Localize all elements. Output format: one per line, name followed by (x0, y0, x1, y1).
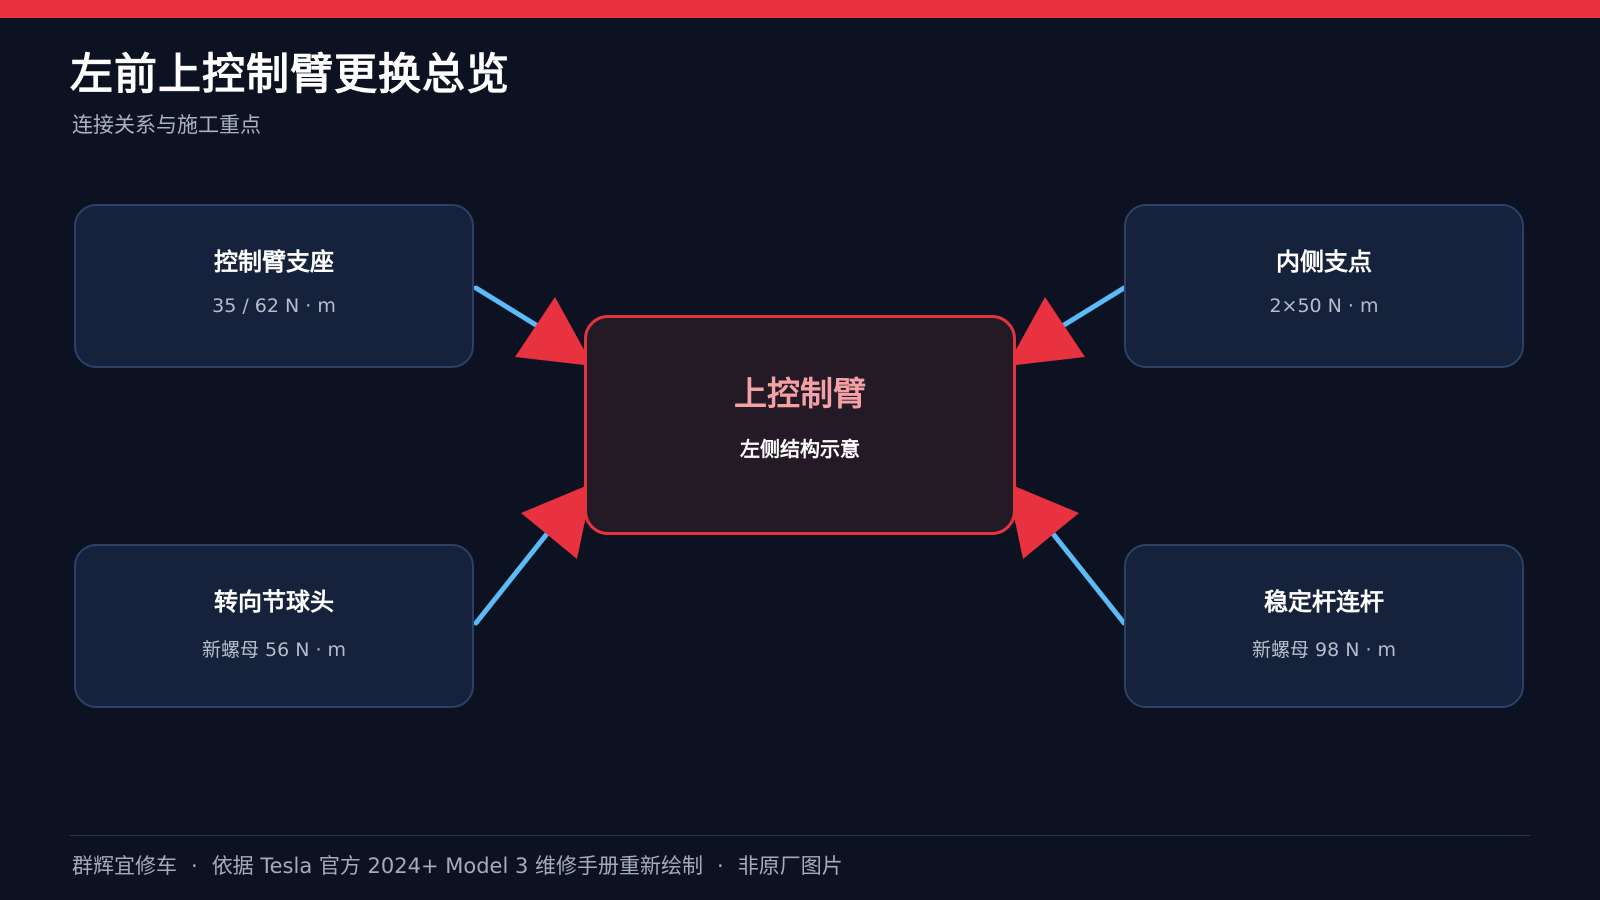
node-torque-value: 新螺母 98 N · m (1251, 639, 1397, 661)
footer-note: 非原厂图片 (737, 854, 843, 878)
node-torque-value: 35 / 62 N · m (212, 295, 336, 317)
connector-line-top-left (473, 285, 539, 328)
arrowhead-bottom-right (1007, 483, 1079, 559)
footer: 群辉宜修车 · 依据 Tesla 官方 2024+ Model 3 维修手册重新绘制… (72, 850, 843, 880)
page-title: 左前上控制臂更换总览 (70, 50, 510, 100)
node-title: 内侧支点 (1276, 248, 1372, 276)
center-title: 上控制臂 (734, 374, 866, 413)
connector-line-top-right (1061, 285, 1127, 328)
footer-divider (70, 835, 1530, 836)
node-title: 稳定杆连杆 (1264, 588, 1384, 616)
arrowhead-top-right (1007, 297, 1085, 366)
node-control-arm-mount: 控制臂支座 35 / 62 N · m (74, 204, 474, 368)
node-title: 转向节球头 (214, 588, 334, 616)
node-torque-value: 2×50 N · m (1269, 295, 1379, 317)
footer-source: 依据 Tesla 官方 2024+ Model 3 维修手册重新绘制 (211, 854, 704, 878)
node-stabilizer-link: 稳定杆连杆 新螺母 98 N · m (1124, 544, 1524, 708)
connector-line-bottom-left (473, 527, 553, 626)
footer-separator: · (191, 854, 198, 878)
node-inner-pivot: 内侧支点 2×50 N · m (1124, 204, 1524, 368)
connector-line-bottom-right (1047, 527, 1127, 626)
node-title: 控制臂支座 (214, 248, 334, 276)
footer-brand: 群辉宜修车 (72, 854, 177, 878)
node-torque-value: 新螺母 56 N · m (201, 639, 347, 661)
arrowhead-top-left (515, 297, 593, 366)
top-accent-bar (0, 0, 1600, 18)
footer-separator: · (717, 854, 724, 878)
center-subtitle: 左侧结构示意 (740, 437, 860, 461)
arrowhead-bottom-left (521, 483, 593, 559)
node-knuckle-ball-joint: 转向节球头 新螺母 56 N · m (74, 544, 474, 708)
page-subtitle: 连接关系与施工重点 (72, 113, 261, 137)
center-node-upper-control-arm: 上控制臂 左侧结构示意 (584, 315, 1016, 535)
